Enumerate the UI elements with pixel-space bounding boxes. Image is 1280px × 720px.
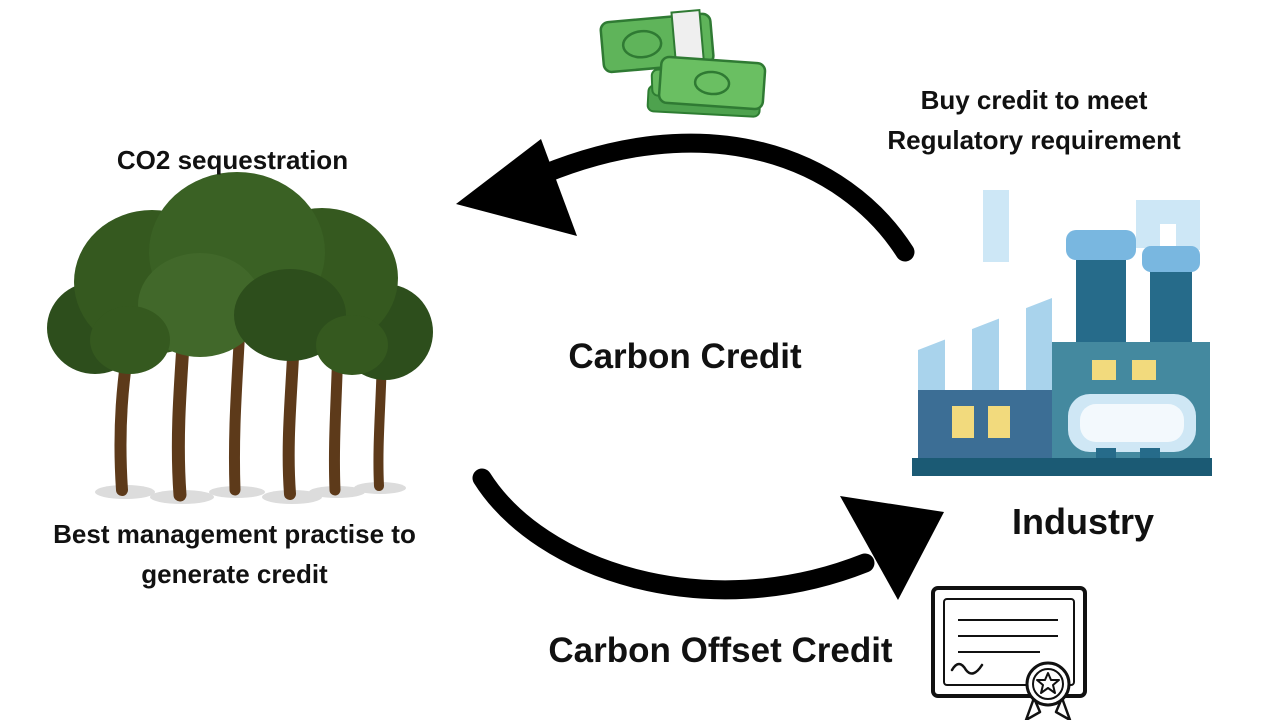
factory-icon bbox=[912, 190, 1212, 476]
cycle-arrow-left-icon bbox=[456, 133, 915, 262]
co2-sequestration-label: CO2 sequestration bbox=[116, 145, 349, 175]
carbon-credit-title: Carbon Credit bbox=[568, 337, 802, 376]
certificate-award-icon bbox=[931, 586, 1087, 720]
carbon-offset-credit-title: Carbon Offset Credit bbox=[548, 631, 893, 670]
industry-label: Industry bbox=[1011, 501, 1154, 542]
forest-trees-icon bbox=[47, 172, 433, 504]
best-management-label: Best management practise to generate cre… bbox=[53, 519, 416, 590]
buy-credit-label: Buy credit to meet Regulatory requiremen… bbox=[887, 85, 1181, 156]
cycle-arrow-right-icon bbox=[472, 468, 944, 600]
money-stack-icon bbox=[599, 9, 767, 118]
